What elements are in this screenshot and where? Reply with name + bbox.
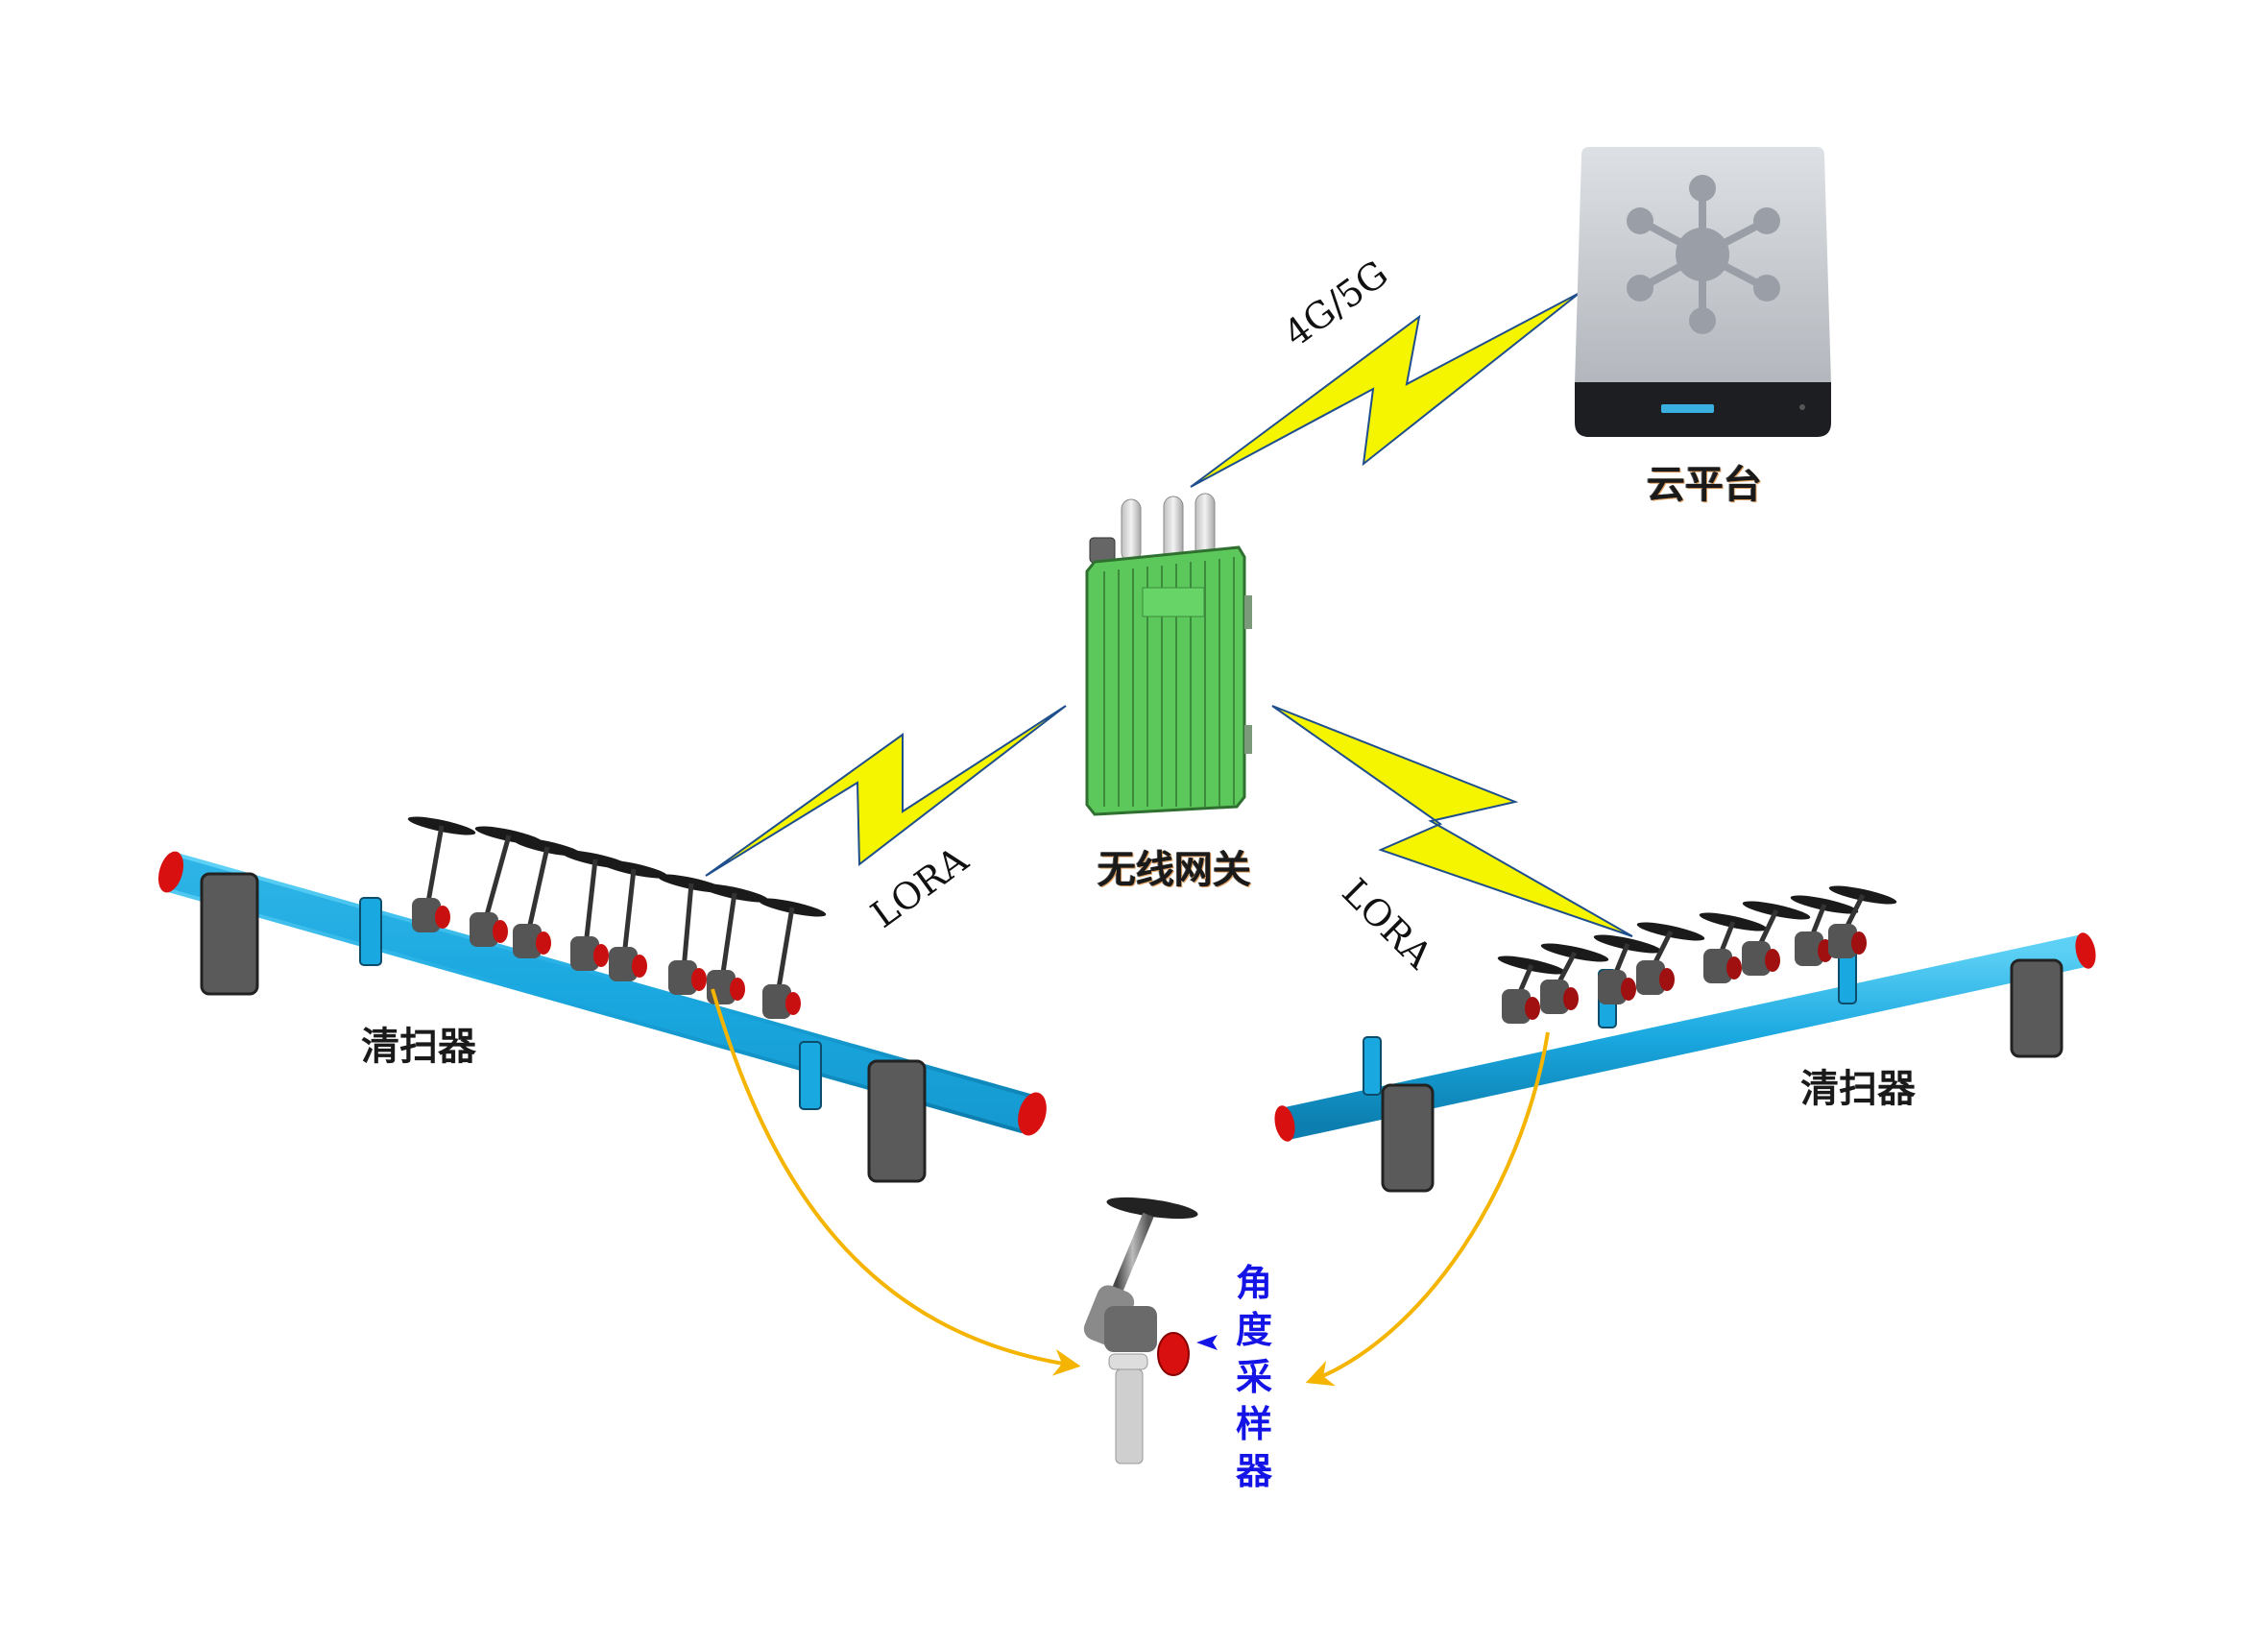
cloud-platform-label: 云平台 [1647,463,1762,507]
cleaner-blade-unit [599,859,668,981]
link-right-gateway [1271,705,1633,937]
wireless-gateway-icon[interactable] [1085,493,1252,816]
mount-bracket [1381,958,2063,1193]
pointer-arrow [1196,1335,1218,1350]
cleaner-blade-unit [1497,956,1566,1024]
wireless-gateway-label: 无线网关 [1098,848,1251,892]
cleaner-blade-unit [700,883,769,1004]
cleaner-blade-unit [1540,943,1609,1014]
cleaner-blade-unit [1636,922,1705,995]
pipe-end-cap [1274,1105,1295,1142]
sampler-label-char: 采 [1235,1356,1272,1398]
cleaner-right-label: 清扫器 [1800,1067,1916,1111]
pipe-end-cap [1018,1092,1047,1136]
cloud-server-icon[interactable] [1575,147,1831,437]
link-gateway-cloud [1190,292,1580,488]
data-arrow-right [1305,1031,1550,1387]
cleaner-blade-unit [758,898,827,1019]
cleaner-blade-unit [1593,934,1662,1004]
sampler-label-char: 样 [1235,1403,1272,1445]
display-panel [1142,587,1205,617]
coupling-flange [359,897,822,1110]
antenna [1121,498,1142,563]
pipe-end-cap [157,851,184,893]
cleaner-blade-unit [1699,912,1768,983]
belt-cleaner-right[interactable] [1271,883,2098,1193]
lightning-bolt-lora-right [1271,705,1633,937]
cleaner-blade-unit [561,850,630,971]
cleaner-blade-unit [657,874,726,995]
cleaner-left-label: 清扫器 [361,1025,476,1069]
lightning-bolt-lora-left [705,705,1067,877]
angle-sampler-icon[interactable] [1080,1193,1218,1464]
sensor-cap [1157,1332,1190,1376]
sampler-label-char: 度 [1235,1309,1272,1351]
cleaner-blade-unit [1828,885,1897,958]
belt-cleaner-left[interactable] [154,813,1050,1183]
network-hub-glyph [1627,175,1780,334]
link-left-gateway [705,705,1067,877]
lightning-bolt-4g5g [1190,292,1580,488]
sampler-label-char: 角 [1235,1262,1272,1304]
sampler-label-char: 器 [1235,1450,1272,1492]
angle-sampler-label: 角 度 采 样 器 [1233,1260,1275,1495]
cleaner-blade-unit [1742,901,1811,976]
cleaner-blade-unit [407,816,476,932]
pipe-end-cap [2075,932,2096,969]
mount-bracket [200,872,927,1183]
data-arrow-left [711,988,1081,1376]
